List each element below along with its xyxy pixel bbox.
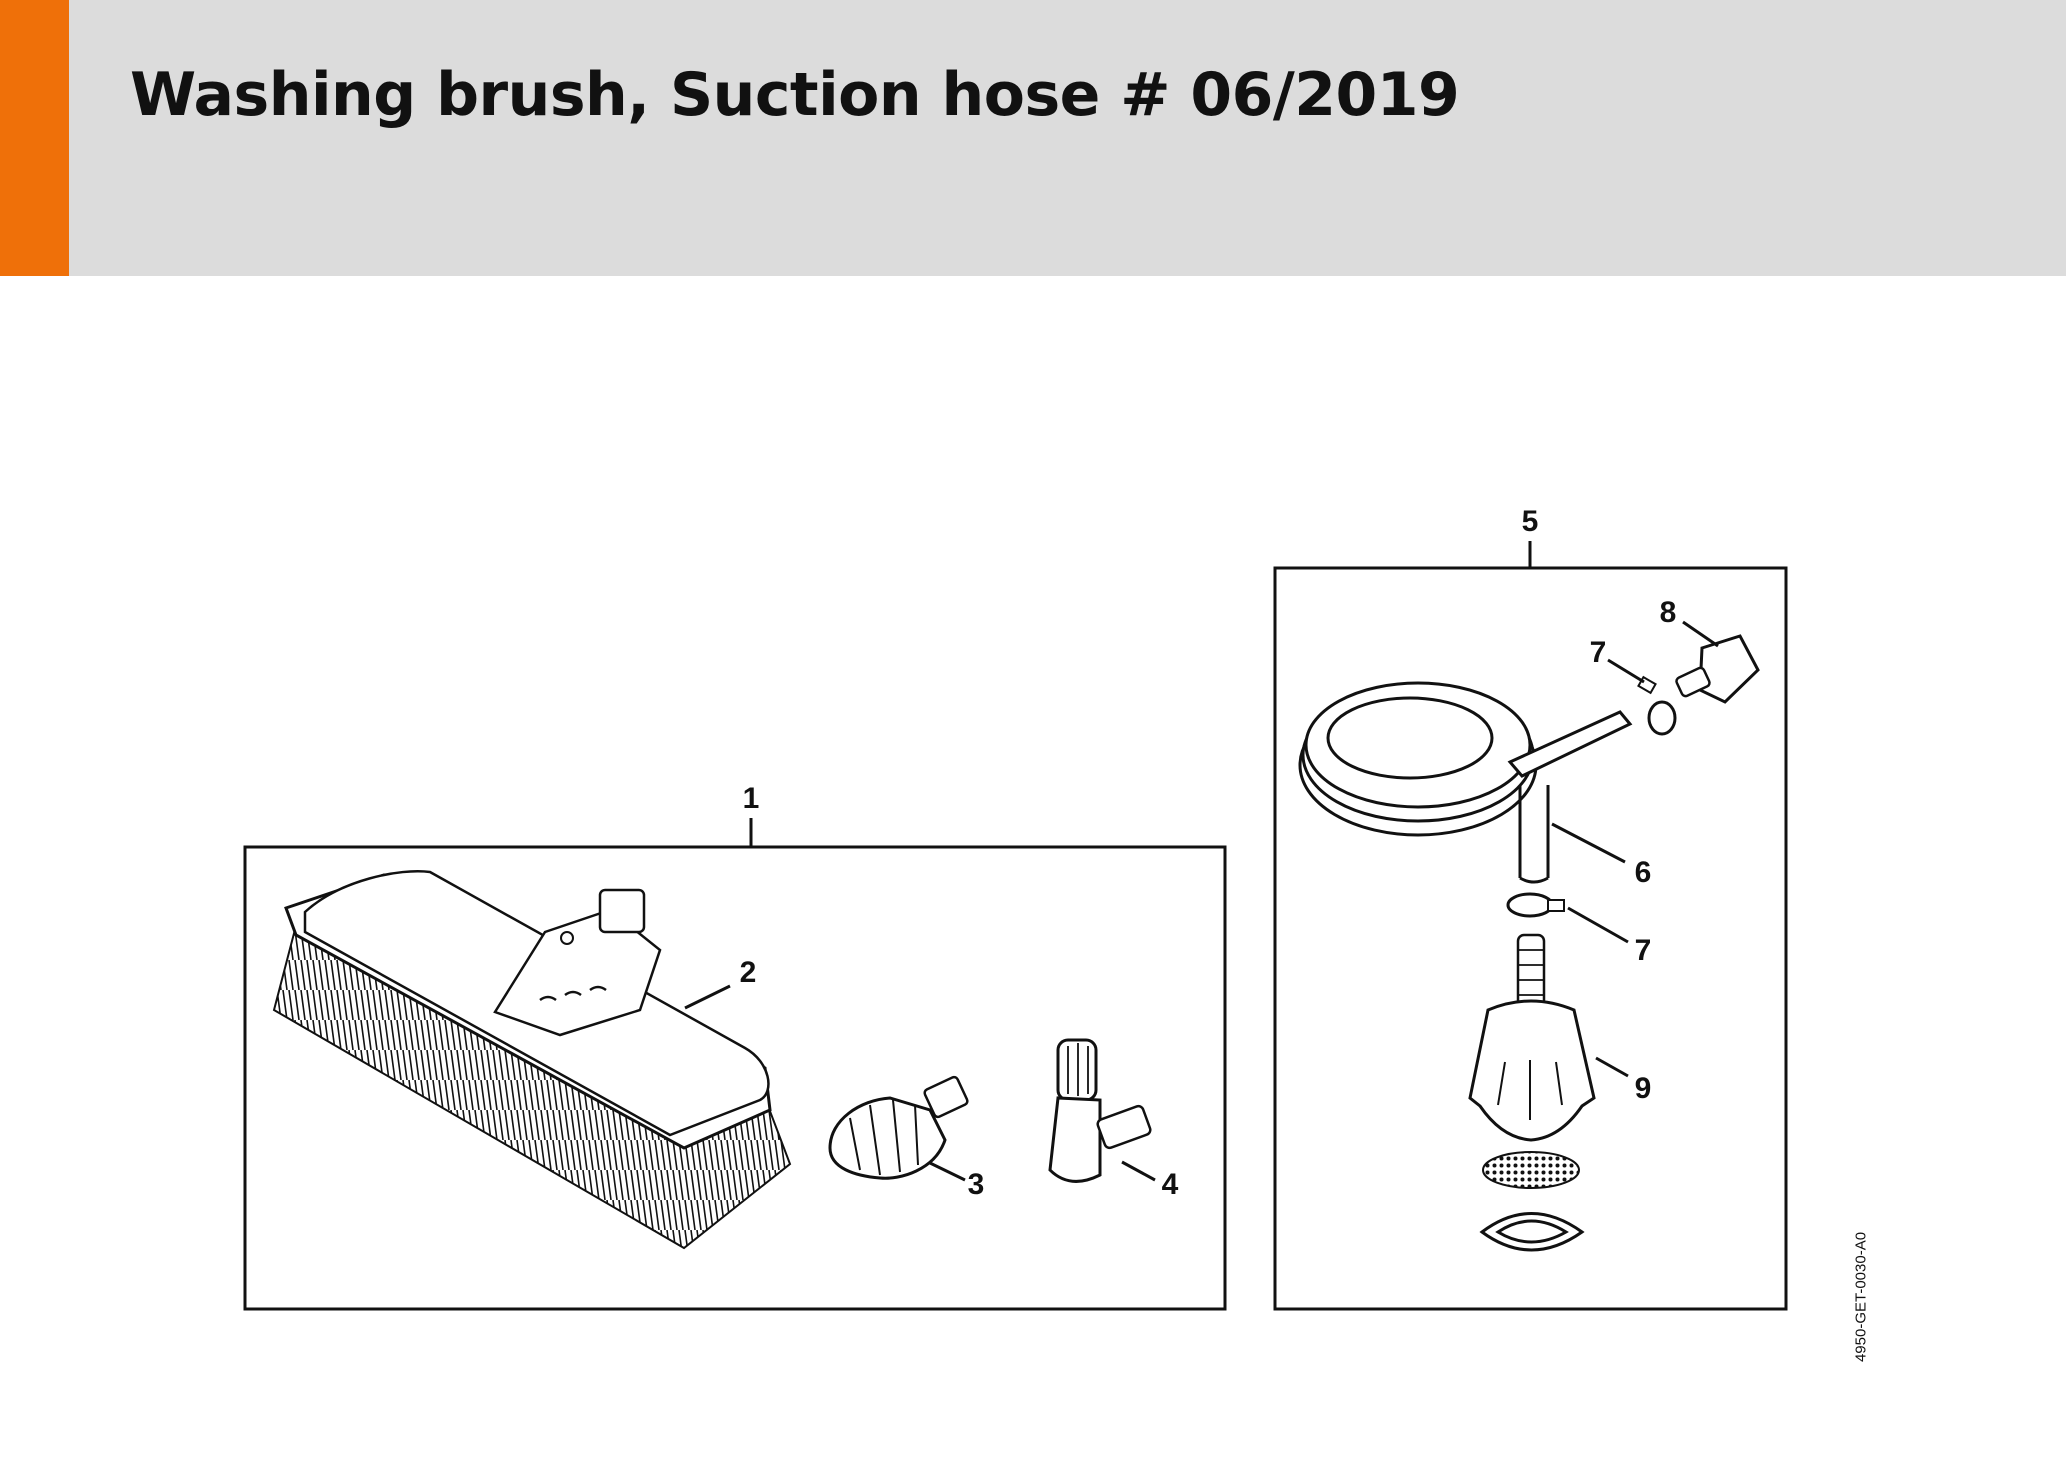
leader-3 [929,1161,966,1182]
clamp-lower-ring [1506,892,1554,918]
coiled-hose-drawing [1298,681,1633,884]
callout-3: 3 [968,1168,985,1201]
callout-2: 2 [740,956,757,989]
callout-6: 6 [1635,856,1652,889]
callout-7a: 7 [1590,636,1607,669]
angle-nozzle-ribs [1067,1043,1089,1096]
accent-bar [0,0,69,276]
brush-nozzle-tip [598,888,646,934]
callout-9: 9 [1635,1072,1652,1105]
coupling-barb [1675,666,1711,698]
hose-coil-hole [1326,696,1494,780]
callout-4: 4 [1162,1168,1179,1201]
filter-body [1468,999,1596,1142]
leader-6 [1551,822,1626,864]
clamp-lower-screw [1547,899,1565,912]
hose-upper-end [1507,710,1633,778]
angle-nozzle-head [1056,1038,1098,1102]
filter-slots [1497,1060,1563,1120]
callout-8: 8 [1660,596,1677,629]
brush-screw [560,931,574,945]
leader-4 [1121,1160,1156,1182]
page-header: Washing brush, Suction hose # 06/2019 [0,0,2066,276]
hose-lower-end [1518,785,1550,884]
filter-barb-rings [1518,949,1544,996]
brush-kit-frame [243,845,1227,1311]
angle-nozzle-stem [1048,1096,1102,1183]
leader-2 [684,984,731,1010]
filter-retaining-ring [1479,1212,1585,1252]
nozzle-body [828,1096,947,1180]
callout-1: 1 [743,782,760,815]
coupling-body [1698,634,1760,704]
drawing-code: 4950-GET-0030-A0 [1852,1222,1870,1372]
leader-8 [1682,620,1719,648]
suction-hose-kit-group: 5 6 7 8 7 [1273,505,1788,1311]
leader-7b [1567,906,1629,944]
hose-clamp-lower-drawing [1506,892,1565,918]
rotary-nozzle-drawing [828,1075,969,1180]
nozzle-thread [923,1075,969,1119]
hose-coupling-drawing [1675,634,1760,704]
leader-9 [1595,1056,1629,1078]
nozzle-ribs [849,1099,919,1176]
page-title: Washing brush, Suction hose # 06/2019 [130,60,1460,130]
callout-7b: 7 [1635,934,1652,967]
callout-5: 5 [1522,505,1539,538]
angle-nozzle-outlet [1096,1104,1152,1150]
washing-brush-drawing [272,870,792,1250]
suction-filter-drawing [1468,933,1596,1252]
hose-clamp-upper-drawing [1637,675,1677,736]
filter-mesh [1482,1151,1580,1189]
brush-kit-group: 1 2 3 4 [243,782,1227,1311]
parts-diagram: 1 2 3 4 [243,505,1788,1311]
clamp-upper-ring [1647,700,1677,736]
brush-slots [539,985,607,1002]
brush-connector [493,908,662,1037]
drawing-code-text: 4950-GET-0030-A0 [1852,1231,1870,1363]
filter-barb [1516,933,1546,1012]
leader-7a [1607,658,1645,684]
angle-nozzle-drawing [1048,1038,1152,1183]
